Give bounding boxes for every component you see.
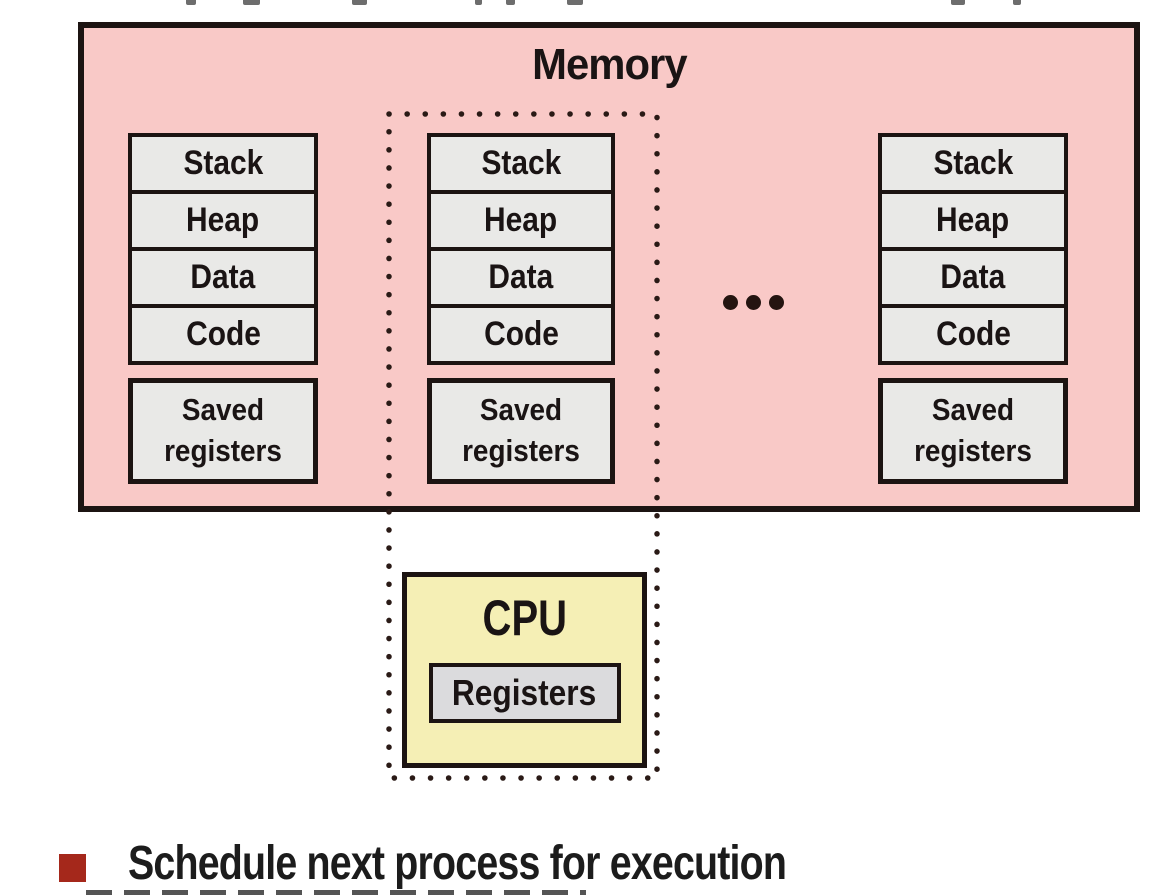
saved-registers-box: Saved registers bbox=[128, 378, 318, 484]
segment-stack: Stack bbox=[878, 133, 1068, 194]
dot bbox=[723, 295, 738, 310]
crop-mark bbox=[352, 0, 367, 5]
crop-mark bbox=[243, 0, 260, 5]
crop-mark bbox=[475, 0, 482, 5]
saved-registers-box: Saved registers bbox=[427, 378, 615, 484]
crop-mark bbox=[951, 0, 965, 5]
crop-mark bbox=[1013, 0, 1021, 5]
bullet-marker bbox=[59, 854, 86, 882]
crop-mark bbox=[506, 0, 515, 5]
crop-mark bbox=[186, 0, 196, 5]
segment-heap: Heap bbox=[128, 190, 318, 251]
segment-stack: Stack bbox=[128, 133, 318, 194]
process-column-2: Stack Heap Data Code Saved registers bbox=[427, 133, 615, 484]
bottom-crop-artifact bbox=[86, 890, 586, 895]
memory-title: Memory bbox=[531, 40, 688, 89]
ellipsis-dots bbox=[723, 295, 784, 310]
process-column-3: Stack Heap Data Code Saved registers bbox=[878, 133, 1068, 484]
segment-stack: Stack bbox=[427, 133, 615, 194]
bullet-text: Schedule next process for execution bbox=[128, 837, 787, 890]
dot bbox=[769, 295, 784, 310]
segment-code: Code bbox=[128, 304, 318, 365]
segment-data: Data bbox=[427, 247, 615, 308]
segment-code: Code bbox=[878, 304, 1068, 365]
saved-registers-box: Saved registers bbox=[878, 378, 1068, 484]
dot bbox=[746, 295, 761, 310]
segment-data: Data bbox=[128, 247, 318, 308]
segment-heap: Heap bbox=[427, 190, 615, 251]
crop-mark bbox=[567, 0, 583, 5]
cpu-box: CPU Registers bbox=[402, 572, 647, 768]
process-column-1: Stack Heap Data Code Saved registers bbox=[128, 133, 318, 484]
segment-heap: Heap bbox=[878, 190, 1068, 251]
segment-data: Data bbox=[878, 247, 1068, 308]
cpu-title: CPU bbox=[482, 590, 567, 646]
cpu-registers-box: Registers bbox=[428, 663, 621, 723]
segment-code: Code bbox=[427, 304, 615, 365]
